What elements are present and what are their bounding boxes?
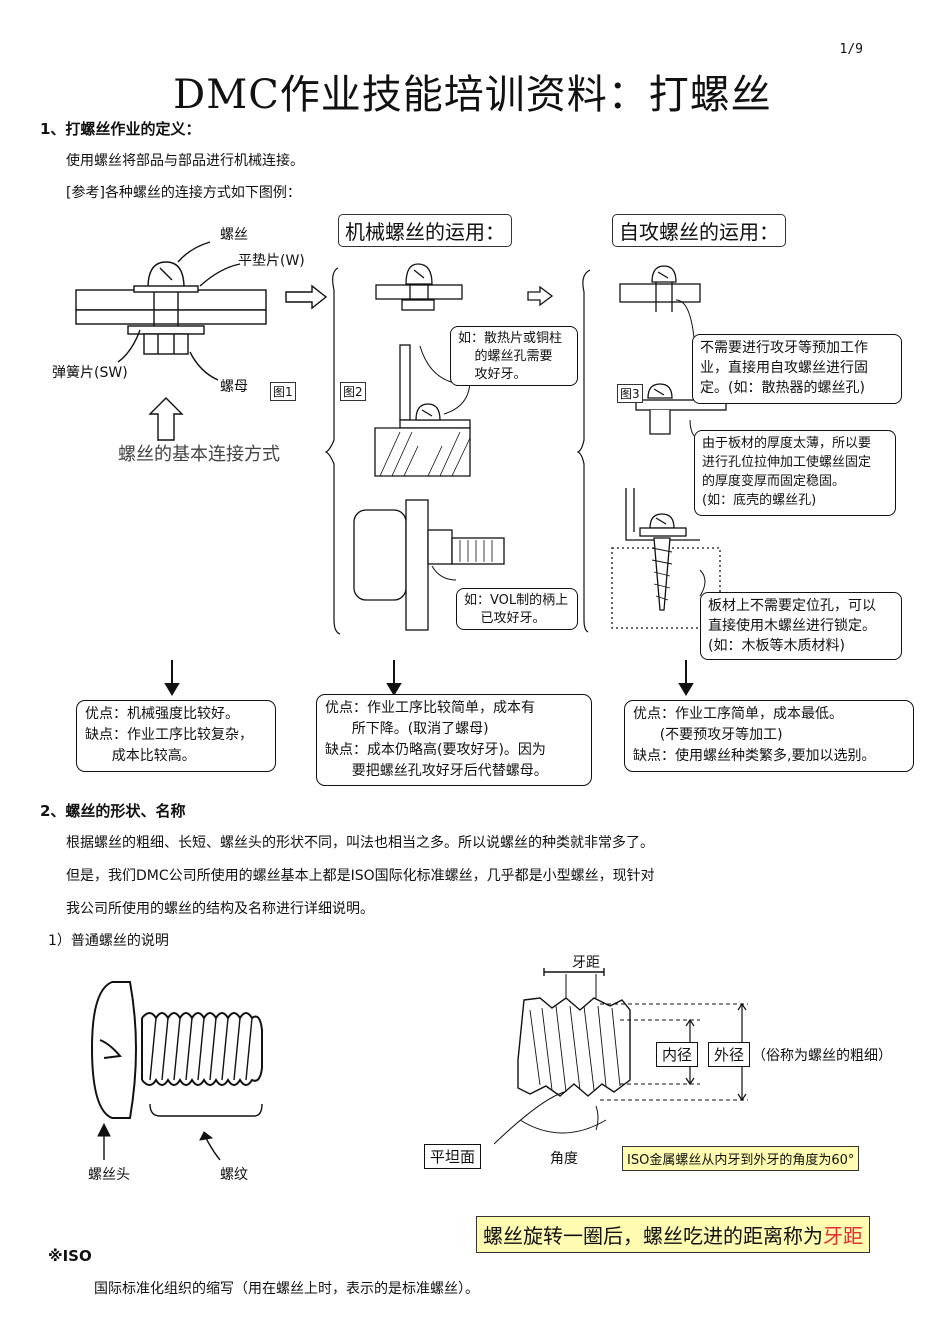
section2-line1: 根据螺丝的粗细、长短、螺丝头的形状不同，叫法也相当之多。所以说螺丝的种类就非常多… — [66, 835, 654, 851]
label-inner-diameter: 内径 — [656, 1042, 699, 1067]
basic-connection-drawing — [75, 241, 328, 441]
basic-connection-caption: 螺丝的基本连接方式 — [118, 444, 280, 465]
label-washer: 平垫片(W) — [238, 253, 305, 269]
thread-cross-section — [493, 968, 748, 1145]
iso-definition: 国际标准化组织的缩写（用在螺丝上时，表示的是标准螺丝）。 — [94, 1281, 479, 1297]
label-screw: 螺丝 — [220, 227, 248, 243]
pitch-definition-text: 螺丝旋转一圈后，螺丝吃进的距离称为 — [483, 1224, 823, 1248]
section1-line1: 使用螺丝将部品与部品进行机械连接。 — [66, 153, 304, 169]
page-title: DMC作业技能培训资料：打螺丝 — [173, 72, 772, 118]
label-angle: 角度 — [550, 1151, 578, 1167]
section2-heading: 2、螺丝的形状、名称 — [40, 802, 186, 820]
section2-line3: 我公司所使用的螺丝的结构及名称进行详细说明。 — [66, 901, 374, 917]
label-pitch: 牙距 — [572, 955, 600, 971]
iso-angle-note: ISO金属螺丝从内牙到外牙的角度为60° — [622, 1146, 860, 1171]
section2-line2: 但是，我们DMC公司所使用的螺丝基本上都是ISO国际化标准螺丝，几乎都是小型螺丝… — [66, 868, 655, 884]
pitch-definition-term: 牙距 — [823, 1224, 863, 1248]
pros-cons-self-tapping: 优点：作业工序简单，成本最低。 (不要预攻牙等加工) 缺点：使用螺丝种类繁多,要… — [624, 700, 914, 772]
machine-screw-callout-heatsink: 如：散热片或铜柱 的螺丝孔需要 攻好牙。 — [450, 326, 578, 386]
fig1-label: 图1 — [270, 382, 296, 401]
label-spring-washer: 弹簧片(SW) — [52, 365, 128, 381]
machine-screw-drawing — [353, 263, 554, 631]
label-outer-diameter: 外径 — [708, 1042, 751, 1067]
label-screw-head: 螺丝头 — [88, 1167, 130, 1183]
pros-cons-machine-screw: 优点：作业工序比较简单，成本有 所下降。(取消了螺母) 缺点：成本仍略高(要攻好… — [316, 694, 592, 786]
machine-screw-callout-vol: 如：VOL制的柄上 已攻好牙。 — [456, 588, 578, 630]
pitch-definition-highlight: 螺丝旋转一圈后，螺丝吃进的距离称为牙距 — [476, 1216, 870, 1253]
fig3-label: 图3 — [617, 384, 643, 403]
fig2-label: 图2 — [340, 382, 366, 401]
self-tapping-drawing — [611, 265, 727, 629]
section1-heading: 1、打螺丝作业的定义： — [40, 120, 201, 138]
label-thread: 螺纹 — [220, 1167, 248, 1183]
pros-cons-basic: 优点：机械强度比较好。 缺点：作业工序比较复杂， 成本比较高。 — [76, 700, 276, 772]
self-tapping-callout-wood: 板材上不需要定位孔，可以 直接使用木螺丝进行锁定。 (如：木板等木质材料) — [700, 592, 902, 660]
page-number: 1/9 — [839, 42, 863, 57]
self-tapping-heading: 自攻螺丝的运用： — [612, 214, 786, 247]
label-outer-note: （俗称为螺丝的粗细） — [752, 1048, 892, 1064]
screw-illustration — [90, 981, 263, 1161]
iso-heading: ※ISO — [48, 1247, 92, 1265]
machine-screw-heading: 机械螺丝的运用： — [338, 214, 512, 247]
self-tapping-callout-heatsink: 不需要进行攻牙等预加工作 业，直接用自攻螺丝进行固 定。(如：散热器的螺丝孔) — [692, 334, 902, 404]
label-nut: 螺母 — [220, 379, 248, 395]
label-flat-surface: 平坦面 — [424, 1144, 482, 1169]
self-tapping-callout-sheet: 由于板材的厚度太薄，所以要 进行孔位拉伸加工使螺丝固定 的厚度变厚而固定稳固。 … — [694, 430, 896, 516]
section1-line2: [参考]各种螺丝的连接方式如下图例： — [66, 185, 301, 201]
section2-sub1: 1）普通螺丝的说明 — [48, 933, 169, 949]
